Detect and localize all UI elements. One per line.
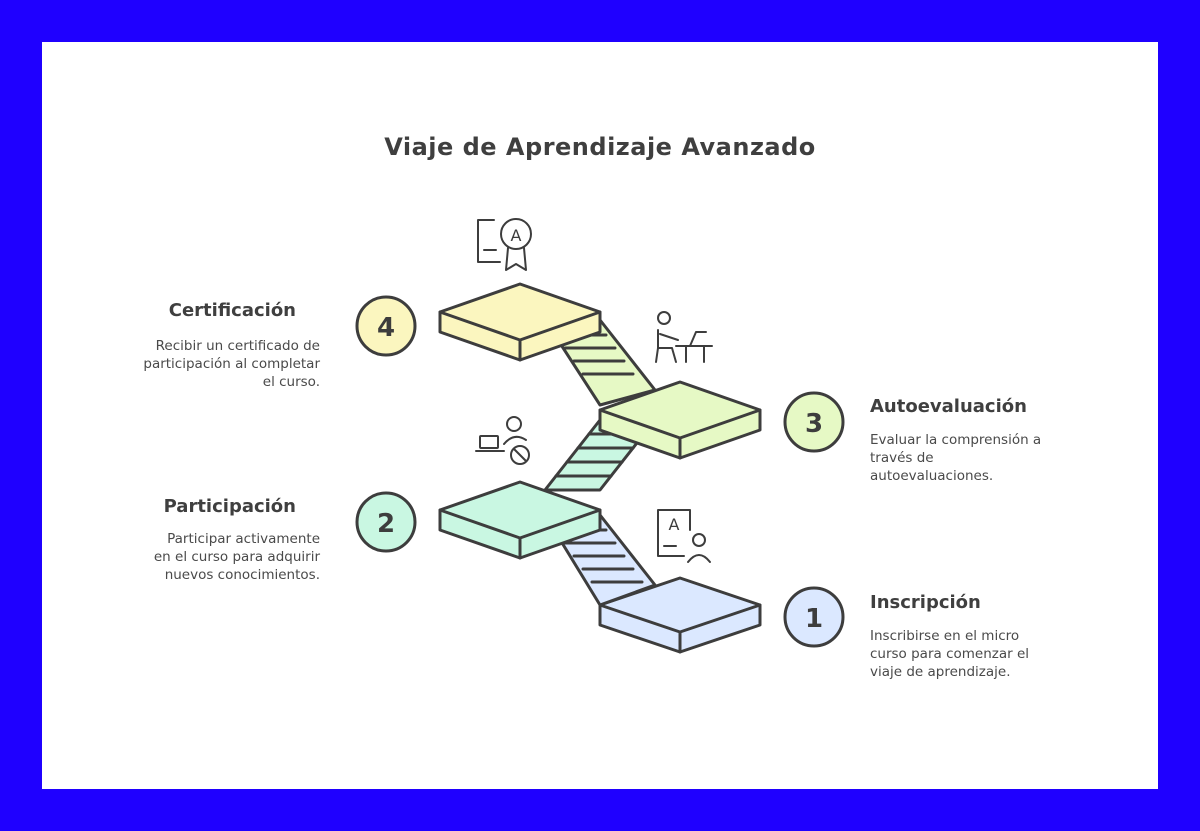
- enrollment-icon: A: [657, 509, 711, 563]
- platform-1: [598, 576, 762, 654]
- step-number-2-label: 2: [377, 509, 395, 539]
- diagram-title: Viaje de Aprendizaje Avanzado: [384, 133, 816, 161]
- platform-3: [598, 380, 762, 460]
- certificate-icon: A: [477, 218, 532, 271]
- step-title-3: Autoevaluación: [870, 396, 1027, 417]
- step-desc-4: Recibir un certificado de participación …: [143, 338, 320, 390]
- step-number-1-label: 1: [805, 604, 823, 634]
- step-desc-3: Evaluar la comprensión a través de autoe…: [870, 432, 1042, 484]
- svg-text:A: A: [511, 226, 522, 245]
- step-number-4-label: 4: [377, 313, 395, 343]
- online-learner-icon: [475, 416, 530, 465]
- step-desc-1: Inscribirse en el micro curso para comen…: [870, 628, 1030, 680]
- platform-2: [438, 480, 602, 560]
- person-at-desk-icon: [655, 311, 713, 363]
- step-number-3: 3: [783, 391, 845, 453]
- step-title-1: Inscripción: [870, 592, 981, 613]
- svg-text:A: A: [669, 515, 680, 534]
- step-title-4: Certificación: [168, 300, 296, 321]
- platform-4: [438, 282, 602, 362]
- step-number-1: 1: [783, 586, 845, 648]
- step-title-2: Participación: [163, 496, 296, 517]
- step-desc-2: Participar activamente en el curso para …: [153, 531, 320, 583]
- step-number-2: 2: [355, 491, 417, 553]
- step-number-3-label: 3: [805, 409, 823, 439]
- step-number-4: 4: [355, 295, 417, 357]
